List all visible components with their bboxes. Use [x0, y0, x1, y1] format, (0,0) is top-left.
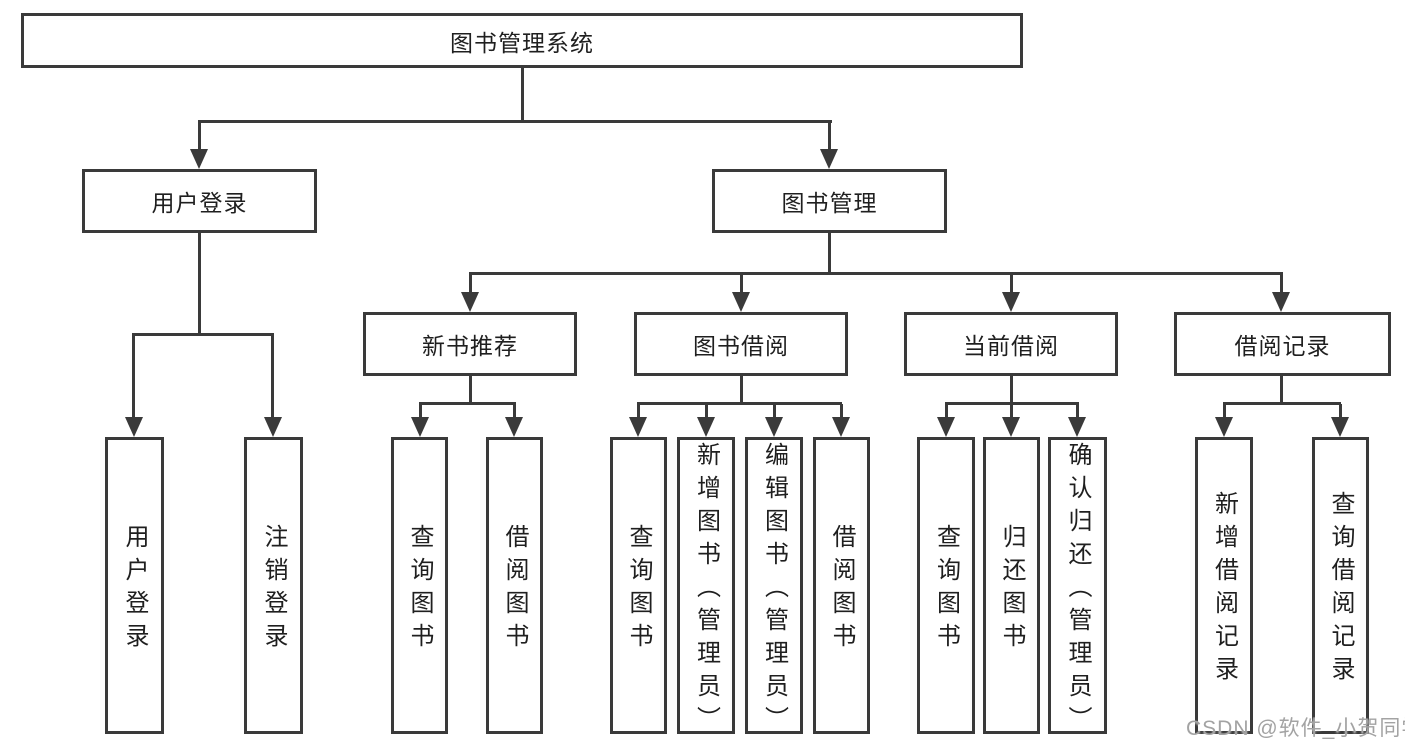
leaf-label: 查询图书 — [406, 524, 433, 656]
arrow-down-icon — [1215, 417, 1233, 437]
node-label: 借阅记录 — [1234, 333, 1331, 359]
node-label: 用户登录 — [151, 190, 248, 216]
node-label: 图书管理系统 — [450, 29, 594, 56]
leaf-edit-books-admin: 编辑图书（管理员） — [745, 437, 803, 739]
arrow-down-icon — [697, 417, 715, 437]
arrow-down-icon — [1002, 292, 1020, 312]
arrow-down-icon — [820, 149, 838, 169]
node-label: 图书借阅 — [693, 333, 789, 359]
connector-line — [1223, 404, 1226, 419]
leaf-label: 新增图书（管理员） — [692, 441, 720, 739]
connector-line — [132, 333, 274, 336]
leaf-confirm-return-admin: 确认归还（管理员） — [1048, 437, 1107, 739]
arrow-down-icon — [1272, 292, 1290, 312]
connector-line — [469, 274, 472, 294]
connector-line — [945, 402, 1079, 405]
connector-line — [828, 122, 831, 150]
leaf-logout: 注销登录 — [244, 437, 303, 734]
connector-line — [705, 404, 708, 419]
node-label: 新书推荐 — [422, 333, 518, 359]
leaf-label: 查询图书 — [625, 524, 652, 656]
connector-line — [1280, 274, 1283, 294]
connector-line — [419, 402, 516, 405]
connector-line — [1010, 376, 1013, 405]
leaf-user-login: 用户登录 — [105, 437, 164, 734]
leaf-label: 借阅图书 — [828, 524, 855, 656]
leaf-query-books: 查询图书 — [917, 437, 975, 734]
connector-line — [469, 376, 472, 405]
node-library-management-system: 图书管理系统 — [21, 13, 1023, 68]
node-new-book-recommendation: 新书推荐 — [363, 312, 577, 376]
leaf-borrow-books: 借阅图书 — [486, 437, 543, 734]
connector-line — [1010, 274, 1013, 294]
arrow-down-icon — [629, 417, 647, 437]
node-user-login: 用户登录 — [82, 169, 317, 233]
leaf-query-borrow-record: 查询借阅记录 — [1312, 437, 1369, 734]
leaf-label: 编辑图书（管理员） — [760, 441, 788, 739]
node-current-borrowing: 当前借阅 — [904, 312, 1118, 376]
leaf-return-books: 归还图书 — [983, 437, 1040, 734]
node-label: 图书管理 — [781, 190, 878, 216]
connector-line — [198, 120, 832, 123]
leaf-label: 借阅图书 — [501, 524, 528, 656]
arrow-down-icon — [765, 417, 783, 437]
arrow-down-icon — [1331, 417, 1349, 437]
connector-line — [198, 122, 201, 150]
leaf-query-books: 查询图书 — [610, 437, 667, 734]
arrow-down-icon — [732, 292, 750, 312]
connector-line — [132, 335, 135, 419]
connector-line — [198, 232, 201, 335]
connector-line — [1076, 404, 1079, 419]
leaf-query-books: 查询图书 — [391, 437, 448, 734]
arrow-down-icon — [190, 149, 208, 169]
connector-line — [1339, 404, 1342, 419]
connector-line — [469, 272, 1283, 275]
connector-line — [513, 404, 516, 419]
leaf-label: 新增借阅记录 — [1210, 491, 1238, 689]
connector-line — [419, 404, 422, 419]
connector-line — [521, 68, 524, 121]
leaf-add-books-admin: 新增图书（管理员） — [677, 437, 735, 739]
leaf-label: 用户登录 — [121, 524, 148, 656]
leaf-add-borrow-record: 新增借阅记录 — [1195, 437, 1253, 734]
arrow-down-icon — [411, 417, 429, 437]
connector-line — [740, 376, 743, 405]
arrow-down-icon — [505, 417, 523, 437]
connector-line — [773, 404, 776, 419]
arrow-down-icon — [125, 417, 143, 437]
connector-line — [828, 233, 831, 274]
arrow-down-icon — [264, 417, 282, 437]
connector-line — [1223, 402, 1341, 405]
connector-line — [740, 274, 743, 294]
arrow-down-icon — [937, 417, 955, 437]
leaf-label: 查询图书 — [932, 524, 960, 656]
leaf-label: 查询借阅记录 — [1327, 491, 1354, 689]
leaf-label: 确认归还（管理员） — [1064, 441, 1091, 739]
connector-line — [1010, 404, 1013, 419]
leaf-label: 归还图书 — [998, 524, 1025, 656]
connector-line — [271, 335, 274, 419]
arrow-down-icon — [1002, 417, 1020, 437]
node-label: 当前借阅 — [963, 333, 1059, 359]
node-book-management: 图书管理 — [712, 169, 947, 233]
arrow-down-icon — [461, 292, 479, 312]
connector-line — [1280, 376, 1283, 405]
leaf-label: 注销登录 — [260, 524, 287, 656]
node-borrowing-records: 借阅记录 — [1174, 312, 1391, 376]
arrow-down-icon — [1068, 417, 1086, 437]
leaf-borrow-books: 借阅图书 — [813, 437, 870, 734]
csdn-watermark: CSDN @软件_小贺同学 — [1186, 717, 1405, 740]
arrow-down-icon — [832, 417, 850, 437]
connector-line — [945, 404, 948, 419]
connector-line — [840, 404, 843, 419]
connector-line — [637, 402, 842, 405]
node-book-borrowing: 图书借阅 — [634, 312, 848, 376]
connector-line — [637, 404, 640, 419]
